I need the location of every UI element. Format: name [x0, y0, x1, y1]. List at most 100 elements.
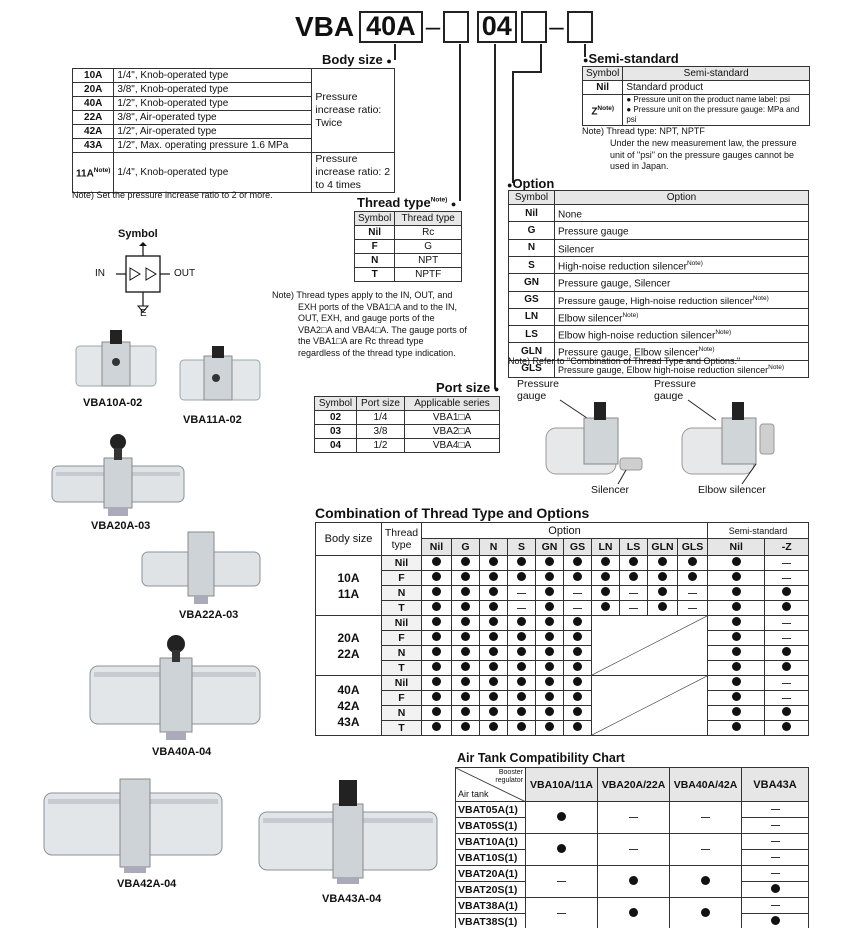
model-size-box: 40A [358, 11, 423, 43]
available-cell [706, 675, 766, 691]
available-cell [669, 865, 742, 898]
product-elbow-silencer-image [681, 399, 775, 485]
available-cell [421, 555, 452, 571]
callout-silencer: Silencer [591, 484, 629, 496]
available-cell [421, 720, 452, 736]
available-dot [432, 722, 441, 731]
combination-row: N [316, 645, 809, 661]
unavailable-cell [563, 600, 592, 616]
unavailable-dash [688, 607, 697, 609]
available-dot [731, 722, 741, 731]
combination-row: T [316, 600, 809, 616]
unavailable-cell [597, 833, 670, 866]
combination-row: F [316, 690, 809, 706]
thread-type-note: Note) Thread types apply to the IN, OUT,… [272, 290, 467, 358]
available-cell [421, 660, 452, 676]
available-cell [591, 585, 620, 601]
ratio-twice: Pressure increase ratio: Twice [311, 68, 395, 153]
available-dot [517, 722, 526, 731]
available-dot [545, 692, 554, 701]
available-cell [591, 600, 620, 616]
available-dot [782, 662, 792, 671]
available-cell [741, 881, 809, 898]
available-cell [479, 645, 508, 661]
available-dot [461, 662, 470, 671]
available-cell [764, 585, 809, 601]
unavailable-cell [563, 585, 592, 601]
air-tank-table: Booster regulator Air tank VBA10A/11A VB… [455, 767, 809, 928]
available-dot [432, 647, 441, 656]
option-col-s: S [507, 538, 536, 556]
air-tank-row: VBAT38S(1) [455, 913, 809, 928]
available-cell [563, 630, 592, 646]
unavailable-cell [741, 817, 809, 834]
available-dot [545, 557, 554, 566]
available-cell [535, 705, 564, 721]
available-dot [782, 602, 792, 611]
available-cell [563, 720, 592, 736]
available-dot [432, 587, 441, 596]
available-cell [647, 555, 678, 571]
product-vba22a-image [141, 531, 261, 604]
available-cell [507, 615, 536, 631]
available-dot [517, 632, 526, 641]
available-dot [731, 632, 741, 641]
available-dot [688, 557, 697, 566]
available-cell [451, 690, 480, 706]
available-cell [706, 645, 766, 661]
available-cell [535, 720, 564, 736]
available-dot [517, 707, 526, 716]
unavailable-cell [741, 801, 809, 818]
combination-title: Combination of Thread Type and Options [315, 505, 590, 521]
available-cell [535, 645, 564, 661]
available-dot [489, 632, 498, 641]
vba11a-label: VBA11A-02 [183, 414, 242, 426]
available-cell [479, 570, 508, 586]
body-size-cell: 40A 42A 43A [315, 675, 382, 736]
option-col-g: G [451, 538, 480, 556]
unavailable-cell [525, 865, 598, 898]
available-dot [770, 915, 780, 925]
available-dot [432, 572, 441, 581]
available-cell [451, 570, 480, 586]
combination-row: F [316, 570, 809, 586]
available-cell [451, 705, 480, 721]
thread-type-cell: N [381, 585, 422, 601]
available-dot [461, 677, 470, 686]
available-dot [731, 587, 741, 596]
unavailable-cell [764, 570, 809, 586]
air-tank-row: VBAT05S(1) [455, 817, 809, 834]
available-cell [535, 630, 564, 646]
unavailable-cell [677, 600, 708, 616]
available-cell [451, 585, 480, 601]
pneumatic-symbol: Symbol IN OUT E [90, 228, 220, 320]
available-dot [461, 722, 470, 731]
thread-type-cell: Nil [381, 555, 422, 571]
leader-line [494, 44, 496, 389]
available-dot [557, 843, 566, 853]
available-cell [451, 660, 480, 676]
available-cell [619, 570, 648, 586]
option-note: Note) Refer to "Combination of Thread Ty… [508, 356, 741, 366]
available-dot [461, 617, 470, 626]
available-cell [706, 630, 766, 646]
unavailable-cell [669, 833, 742, 866]
available-dot [601, 557, 610, 566]
available-dot [731, 677, 741, 686]
available-cell [563, 615, 592, 631]
available-cell [535, 690, 564, 706]
unavailable-dash [701, 817, 710, 819]
available-cell [421, 690, 452, 706]
available-cell [507, 645, 536, 661]
available-dot [573, 632, 582, 641]
available-dot [461, 587, 470, 596]
available-dot [629, 557, 638, 566]
available-dot [432, 617, 441, 626]
available-dot [489, 602, 498, 611]
thread-type-cell: N [381, 705, 422, 721]
product-silencer-image [545, 399, 643, 485]
available-cell [706, 615, 766, 631]
air-tank-row: VBAT20S(1) [455, 881, 809, 898]
available-dot [629, 875, 638, 885]
